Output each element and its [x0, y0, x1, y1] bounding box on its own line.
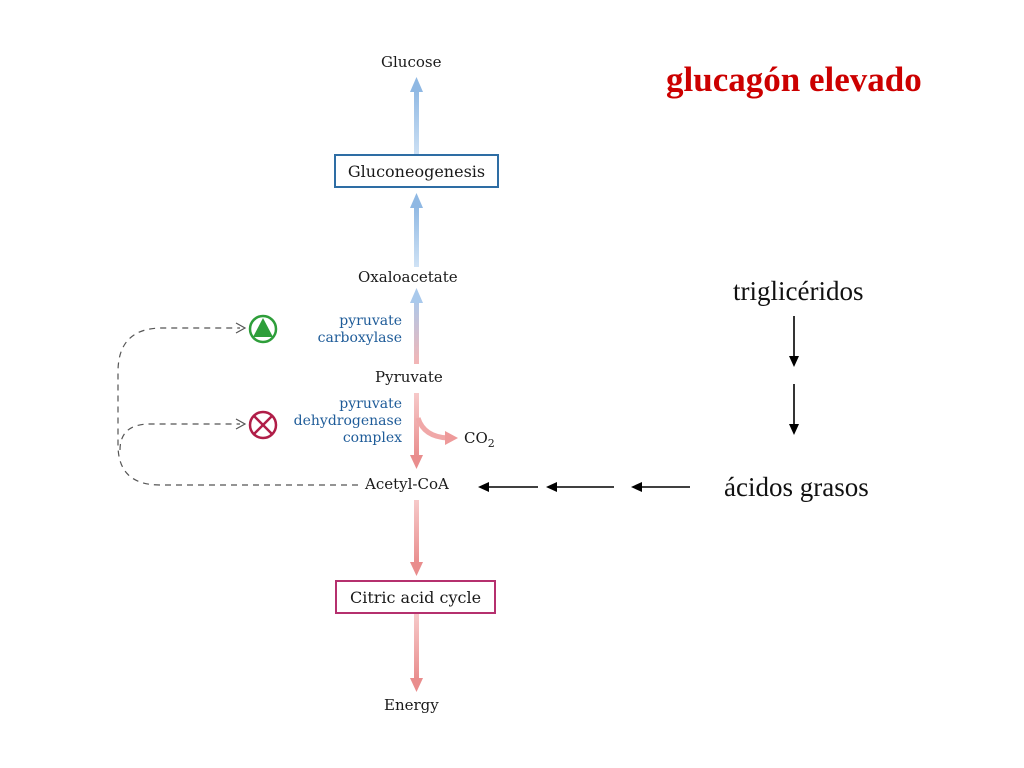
arrow-triglycerides-down-2	[789, 384, 799, 435]
co2-subscript: 2	[487, 437, 495, 450]
arrow-fatty-acids-left-1	[631, 482, 690, 492]
co2-text: CO	[464, 429, 488, 447]
enzyme-text-line: pyruvate	[339, 396, 402, 412]
energy-label: Energy	[384, 696, 439, 714]
inhibition-arrowhead	[235, 418, 247, 430]
enzyme-text-line: pyruvate	[339, 313, 402, 329]
gluconeogenesis-label: Gluconeogenesis	[347, 161, 486, 181]
page-title: glucagón elevado	[666, 60, 922, 99]
activation-icon	[248, 314, 278, 344]
enzyme-text-line: dehydrogenase	[293, 413, 402, 429]
arrow-pyruvate-to-acetyl-coa	[410, 393, 423, 469]
activation-arrowhead	[235, 322, 247, 334]
arrow-co2-release	[415, 417, 458, 445]
triglycerides-label: triglicéridos	[733, 276, 864, 306]
arrow-fatty-acids-left-3	[478, 482, 538, 492]
arrow-gluconeogenesis-to-glucose	[410, 77, 423, 158]
pyruvate-label: Pyruvate	[375, 368, 443, 386]
enzyme-text-line: complex	[342, 430, 402, 446]
citric-acid-cycle-label: Citric acid cycle	[349, 587, 482, 607]
regulation-dashed-branch	[119, 423, 240, 451]
arrow-citric-cycle-to-energy	[410, 614, 423, 692]
arrow-fatty-acids-left-2	[546, 482, 614, 492]
pyruvate-carboxylase-label: pyruvate carboxylase	[318, 313, 402, 347]
glucose-label: Glucose	[381, 53, 442, 71]
gluconeogenesis-box: Gluconeogenesis	[334, 154, 499, 188]
fatty-acids-label: ácidos grasos	[724, 472, 869, 502]
arrow-oxaloacetate-to-gluconeogenesis	[410, 193, 423, 267]
enzyme-text-line: carboxylase	[317, 330, 402, 346]
arrow-acetyl-coa-to-citric-cycle	[410, 500, 423, 576]
pyruvate-dehydrogenase-complex-label: pyruvate dehydrogenase complex	[294, 396, 402, 447]
co2-label: CO2	[464, 429, 495, 450]
citric-acid-cycle-box: Citric acid cycle	[335, 580, 496, 614]
regulation-dashed-line	[117, 327, 358, 486]
arrow-triglycerides-down-1	[789, 316, 799, 367]
inhibition-icon	[248, 410, 278, 440]
acetyl-coa-label: Acetyl-CoA	[365, 475, 449, 493]
arrow-pyruvate-to-oxaloacetate	[410, 288, 423, 364]
oxaloacetate-label: Oxaloacetate	[358, 268, 458, 286]
